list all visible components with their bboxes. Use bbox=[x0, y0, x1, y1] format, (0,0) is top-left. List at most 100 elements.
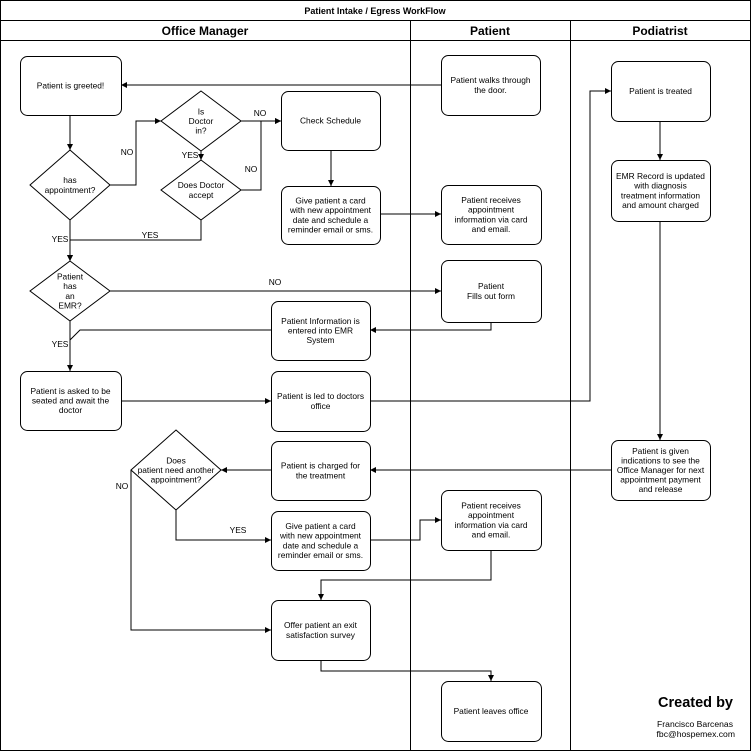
process-receives-1-text-line: and email. bbox=[472, 224, 511, 234]
decision-need-another-text-line: patient need another bbox=[138, 465, 215, 475]
decision-doctor-in-shape bbox=[160, 90, 242, 152]
decision-has-appt-text-line: has bbox=[63, 175, 77, 185]
process-charged-text-line: the treatment bbox=[296, 470, 346, 480]
process-receives-1-text-line: appointment bbox=[468, 205, 515, 215]
credit-author-name: Francisco Barcenas bbox=[657, 719, 733, 729]
process-info-entered-text-line: Patient Information is bbox=[281, 316, 360, 326]
diagram-title: Patient Intake / Egress WorkFlow bbox=[304, 6, 446, 16]
credit-block: Created by Francisco Barcenas fbc@hospem… bbox=[657, 695, 735, 739]
edge-greeted-to-has-appt-arrowhead bbox=[67, 144, 73, 150]
decision-doctor-accept-text-line: Does Doctor bbox=[178, 180, 225, 190]
process-indications-shape bbox=[611, 440, 711, 501]
edge-receives-2-to-survey-arrowhead bbox=[318, 594, 324, 600]
edge-has-appt-to-has-emr-arrowhead bbox=[67, 255, 73, 261]
decision-doctor-accept-text-line: accept bbox=[189, 190, 214, 200]
edge-give-card-1-to-receives-1-arrowhead bbox=[435, 211, 441, 217]
decision-has-emr-text-line: an bbox=[65, 291, 75, 301]
edge-doctor-accept-to-check-schedule-label: NO bbox=[245, 164, 258, 174]
decision-has-emr-text-line: Patient bbox=[57, 272, 84, 282]
edge-give-card-2-to-receives-2-arrowhead bbox=[435, 517, 441, 523]
edge-has-emr-to-asked-seated-label: YES bbox=[52, 339, 69, 349]
edge-survey-to-leaves bbox=[320, 660, 494, 681]
process-give-card-1-text-line: with new appointment bbox=[289, 205, 372, 215]
process-info-entered-text-line: entered into EMR bbox=[288, 326, 353, 336]
process-fills-form-text-line: Patient bbox=[478, 281, 505, 291]
process-check-schedule: Check Schedule bbox=[281, 91, 381, 151]
edge-has-appt-to-has-emr: YES bbox=[52, 220, 73, 261]
process-treated-shape bbox=[611, 61, 711, 122]
flow-nodes: Patient is greeted! Patient walks through… bbox=[20, 55, 711, 742]
edge-has-appt-to-has-emr-label: YES bbox=[52, 234, 69, 244]
edge-doctor-in-to-doctor-accept: YES bbox=[182, 150, 204, 160]
edge-has-emr-to-asked-seated-arrowhead bbox=[67, 365, 73, 371]
edge-treated-to-emr-updated-arrowhead bbox=[657, 154, 663, 160]
edge-receives-2-to-survey bbox=[318, 550, 492, 600]
process-survey-shape bbox=[271, 600, 371, 661]
process-receives-1-text-line: information via card bbox=[454, 214, 527, 224]
edge-check-schedule-to-give-card-1 bbox=[328, 150, 334, 186]
edge-greeted-to-has-appt bbox=[67, 115, 73, 150]
edge-walks-to-greeted bbox=[121, 82, 441, 88]
edge-indications-to-charged bbox=[370, 467, 611, 473]
process-receives-2-text-line: and email. bbox=[472, 529, 511, 539]
decision-has-appt-text-line: appointment? bbox=[45, 185, 96, 195]
edge-give-card-1-to-receives-1 bbox=[380, 211, 441, 217]
process-give-card-1-shape bbox=[281, 186, 381, 245]
decision-has-emr-shape bbox=[29, 260, 111, 322]
process-charged-text-line: Patient is charged for bbox=[281, 461, 360, 471]
lane-title-podiatrist: Podiatrist bbox=[632, 24, 687, 38]
edge-led-office-to-treated-arrowhead bbox=[605, 88, 611, 94]
process-fills-form-shape bbox=[441, 260, 542, 323]
edge-give-card-2-to-receives-2 bbox=[370, 517, 441, 541]
edge-indications-to-charged-arrowhead bbox=[370, 467, 376, 473]
process-leaves-shape bbox=[441, 681, 542, 742]
process-greeted: Patient is greeted! bbox=[20, 56, 122, 116]
process-asked-seated-text-line: seated and await the bbox=[32, 396, 110, 406]
process-led-office-shape bbox=[271, 371, 371, 432]
process-info-entered-text-line: System bbox=[307, 335, 335, 345]
decision-need-another-text-line: Does bbox=[166, 455, 186, 465]
edge-survey-to-leaves-arrowhead bbox=[488, 675, 494, 681]
decision-has-emr-text-line: EMR? bbox=[58, 300, 82, 310]
process-receives-1-text-line: Patient receives bbox=[461, 195, 521, 205]
process-led-office-text-line: Patient is led to doctors bbox=[277, 391, 364, 401]
process-survey-text-line: Offer patient an exit bbox=[284, 620, 358, 630]
edge-need-another-to-survey-line bbox=[130, 470, 271, 631]
process-give-card-2-text-line: Give patient a card bbox=[285, 521, 356, 531]
edge-doctor-accept-to-check-schedule-arrowhead bbox=[275, 118, 281, 124]
edge-has-emr-to-asked-seated: YES bbox=[52, 321, 73, 371]
process-leaves-text-line: Patient leaves office bbox=[454, 706, 529, 716]
process-survey-text-line: satisfaction survey bbox=[286, 630, 356, 640]
edge-doctor-accept-to-check-schedule: NO bbox=[241, 118, 281, 191]
process-asked-seated-text-line: Patient is asked to be bbox=[30, 386, 110, 396]
decision-doctor-in-text-line: in? bbox=[195, 126, 207, 136]
process-receives-1-shape bbox=[441, 185, 542, 245]
edge-give-card-2-to-receives-2-line bbox=[370, 519, 441, 541]
edge-fills-form-to-info-entered-line bbox=[370, 322, 492, 331]
decision-need-another-shape bbox=[130, 429, 222, 511]
edge-receives-2-to-survey-line bbox=[320, 550, 492, 600]
process-indications-text-line: indications to see the bbox=[621, 455, 700, 465]
decision-doctor-in-text-line: Is bbox=[198, 106, 205, 116]
process-emr-updated-text-line: EMR Record is updated bbox=[616, 171, 705, 181]
edge-info-entered-to-asked-seated bbox=[69, 329, 271, 341]
edge-doctor-in-to-doctor-accept-label: YES bbox=[182, 150, 199, 160]
edge-doctor-in-to-check-schedule-label: NO bbox=[254, 108, 267, 118]
process-walks-text-line: Patient walks through bbox=[450, 75, 530, 85]
process-charged-shape bbox=[271, 441, 371, 501]
edge-led-office-to-treated bbox=[370, 88, 611, 402]
